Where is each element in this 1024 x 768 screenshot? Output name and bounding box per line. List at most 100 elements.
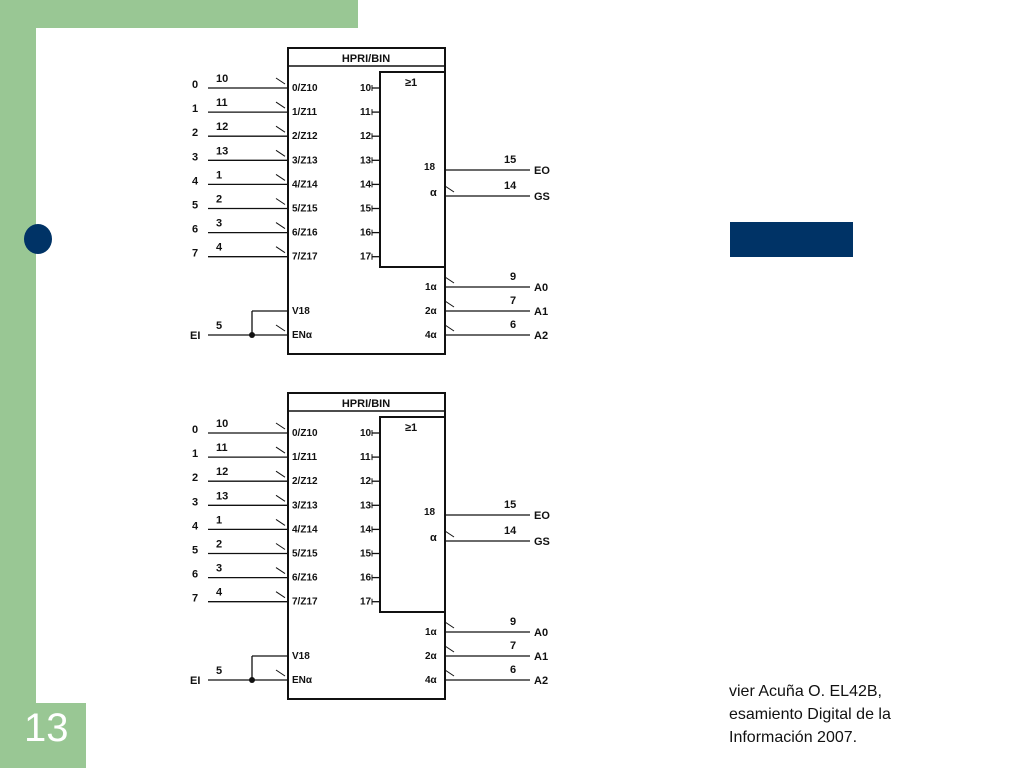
inner-input-label-4: 4/Z14	[292, 524, 318, 535]
input-pin-5: 2	[216, 539, 222, 551]
output-label-0: A0	[534, 627, 548, 639]
navy-title-bar	[730, 222, 853, 257]
inner-input-label-1: 1/Z11	[292, 452, 317, 463]
gs-alpha: α	[430, 532, 437, 544]
input-negation-2	[275, 125, 286, 133]
inner-output-label-3: 13	[360, 155, 372, 166]
inner-input-label-7: 7/Z17	[292, 597, 318, 608]
input-pin-1: 11	[216, 97, 228, 109]
inner-output-label-2: 12	[360, 131, 372, 142]
input-label-6: 6	[192, 569, 198, 581]
input-label-4: 4	[192, 175, 199, 187]
input-pin-3: 13	[216, 490, 228, 502]
inner-output-label-5: 15	[360, 549, 372, 560]
input-pin-5: 2	[216, 194, 222, 206]
output-label-2: A2	[534, 330, 548, 342]
inner-output-label-6: 16	[360, 573, 372, 584]
eo-label: EO	[534, 510, 550, 522]
output-pin-1: 7	[510, 640, 516, 652]
output-negation-2	[444, 324, 455, 332]
v18-label: V18	[292, 651, 310, 662]
output-inner-1: 2α	[425, 651, 438, 662]
slide-number: 13	[24, 706, 69, 750]
input-negation-3	[275, 149, 286, 157]
input-negation-5	[275, 543, 286, 550]
eo-pin: 15	[504, 499, 516, 511]
output-inner-0: 1α	[425, 282, 438, 293]
inner-output-label-3: 13	[360, 500, 372, 511]
inner-input-label-6: 6/Z16	[292, 228, 318, 239]
inner-output-label-1: 11	[360, 452, 371, 463]
or-output-pin: 18	[424, 507, 436, 518]
inner-input-label-0: 0/Z10	[292, 428, 318, 439]
en-label: ENα	[292, 330, 313, 341]
input-negation-1	[275, 101, 286, 109]
output-negation-2	[444, 669, 455, 677]
input-label-2: 2	[192, 472, 198, 484]
ei-junction	[249, 332, 255, 338]
or-gate-box	[379, 416, 446, 613]
gs-label: GS	[534, 191, 550, 203]
output-inner-0: 1α	[425, 627, 438, 638]
ei-label: EI	[190, 330, 200, 342]
input-negation-6	[275, 567, 286, 575]
inner-output-label-2: 12	[360, 476, 372, 487]
v18-label: V18	[292, 306, 310, 317]
eo-pin: 15	[504, 154, 516, 166]
input-negation-7	[275, 246, 286, 254]
input-pin-2: 12	[216, 466, 228, 478]
gs-label: GS	[534, 536, 550, 548]
inner-input-label-3: 3/Z13	[292, 500, 318, 511]
eo-label: EO	[534, 165, 550, 177]
input-label-0: 0	[192, 424, 198, 436]
output-negation-0	[444, 621, 455, 629]
output-negation-1	[444, 300, 455, 308]
gs-negation	[444, 530, 455, 538]
inner-input-label-2: 2/Z12	[292, 131, 318, 142]
input-pin-2: 12	[216, 121, 228, 133]
inner-input-label-7: 7/Z17	[292, 252, 318, 263]
input-negation-7	[275, 591, 286, 599]
encoder-title: HPRI/BIN	[342, 53, 390, 65]
inner-output-label-7: 17	[360, 252, 372, 263]
input-pin-4: 1	[216, 169, 222, 181]
inner-output-label-4: 14	[360, 179, 372, 190]
output-pin-0: 9	[510, 616, 516, 628]
ei-negation	[275, 669, 286, 677]
inner-output-label-5: 15	[360, 204, 372, 215]
inner-output-label-1: 11	[360, 107, 371, 118]
input-pin-3: 13	[216, 145, 228, 157]
gs-pin: 14	[504, 180, 517, 192]
inner-output-label-4: 14	[360, 524, 372, 535]
footer-credit: vier Acuña O. EL42B, esamiento Digital d…	[729, 680, 891, 749]
ei-pin: 5	[216, 665, 222, 677]
ei-junction	[249, 677, 255, 683]
input-label-6: 6	[192, 224, 198, 236]
inner-input-label-5: 5/Z15	[292, 549, 318, 560]
inner-output-label-6: 16	[360, 228, 372, 239]
input-pin-7: 4	[216, 242, 223, 254]
output-label-2: A2	[534, 675, 548, 687]
inner-input-label-5: 5/Z15	[292, 204, 318, 215]
gs-negation	[444, 185, 455, 193]
input-label-5: 5	[192, 545, 198, 557]
output-negation-0	[444, 276, 455, 284]
input-label-2: 2	[192, 127, 198, 139]
output-pin-1: 7	[510, 295, 516, 307]
input-negation-6	[275, 222, 286, 230]
gs-alpha: α	[430, 187, 437, 199]
input-pin-4: 1	[216, 514, 222, 526]
input-label-0: 0	[192, 79, 198, 91]
input-pin-0: 10	[216, 73, 228, 85]
bottom-left-green-block	[0, 703, 86, 768]
input-label-3: 3	[192, 151, 198, 163]
footer-line-2: esamiento Digital de la	[729, 706, 891, 723]
input-pin-6: 3	[216, 218, 222, 230]
input-pin-1: 11	[216, 442, 228, 454]
inner-output-label-7: 17	[360, 597, 372, 608]
or-symbol: ≥1	[405, 422, 417, 434]
input-label-3: 3	[192, 496, 198, 508]
output-label-0: A0	[534, 282, 548, 294]
